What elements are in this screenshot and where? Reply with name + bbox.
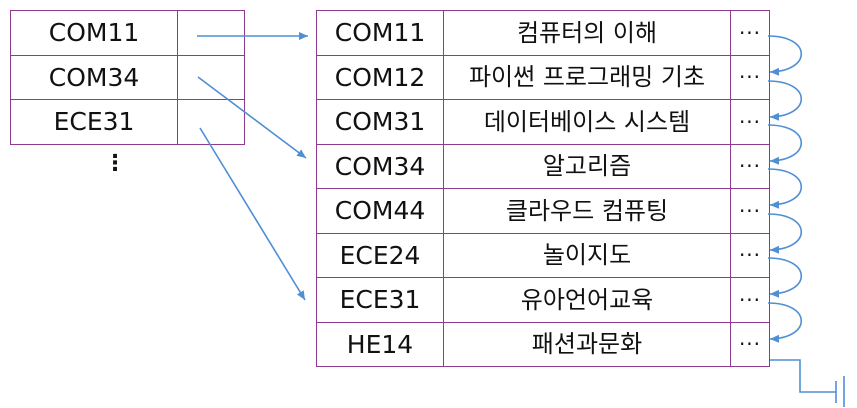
course-code: COM44 <box>316 188 444 234</box>
index-pointer-cell <box>177 54 245 100</box>
chain-link-arrow <box>767 35 803 76</box>
index-row-ece31: ECE31 <box>10 99 245 145</box>
index-pointer-arrow <box>199 127 306 301</box>
continuation-dots: ⋮ <box>104 151 126 176</box>
link-field: ··· <box>730 277 770 323</box>
course-code: ECE31 <box>316 277 444 323</box>
data-row: ECE31 유아언어교육 ··· <box>316 277 770 323</box>
link-field: ··· <box>730 321 770 367</box>
data-row: COM44 클라우드 컴퓨팅 ··· <box>316 188 770 234</box>
chain-link-arrow <box>767 257 803 298</box>
course-code: COM12 <box>316 54 444 100</box>
course-name: 클라우드 컴퓨팅 <box>443 188 731 234</box>
null-terminator <box>770 359 836 393</box>
chain-link-arrow <box>767 213 803 254</box>
data-row: COM12 파이썬 프로그래밍 기초 ··· <box>316 54 770 100</box>
link-field: ··· <box>730 232 770 278</box>
chain-link-arrow <box>767 124 803 165</box>
index-key: ECE31 <box>10 99 178 145</box>
data-row: HE14 패션과문화 ··· <box>316 321 770 367</box>
index-row-com11: COM11 <box>10 10 245 56</box>
data-table: COM11 컴퓨터의 이해 ··· COM12 파이썬 프로그래밍 기초 ···… <box>316 10 770 367</box>
course-code: COM11 <box>316 10 444 56</box>
link-field: ··· <box>730 188 770 234</box>
link-field: ··· <box>730 10 770 56</box>
data-row: COM34 알고리즘 ··· <box>316 143 770 189</box>
course-name: 유아언어교육 <box>443 277 731 323</box>
index-table: COM11 COM34 ECE31 <box>10 10 245 145</box>
index-pointer-arrow <box>197 76 307 159</box>
data-row: ECE24 놀이지도 ··· <box>316 232 770 278</box>
course-code: HE14 <box>316 321 444 367</box>
course-name: 패션과문화 <box>443 321 731 367</box>
chain-link-arrow <box>767 80 803 121</box>
index-pointer-cell <box>177 10 245 56</box>
link-field: ··· <box>730 99 770 145</box>
chain-link-arrow <box>767 168 803 209</box>
index-key: COM11 <box>10 10 178 56</box>
course-name: 놀이지도 <box>443 232 731 278</box>
course-code: COM31 <box>316 99 444 145</box>
chain-link-arrow <box>767 302 803 343</box>
course-code: COM34 <box>316 143 444 189</box>
index-pointer-cell <box>177 99 245 145</box>
